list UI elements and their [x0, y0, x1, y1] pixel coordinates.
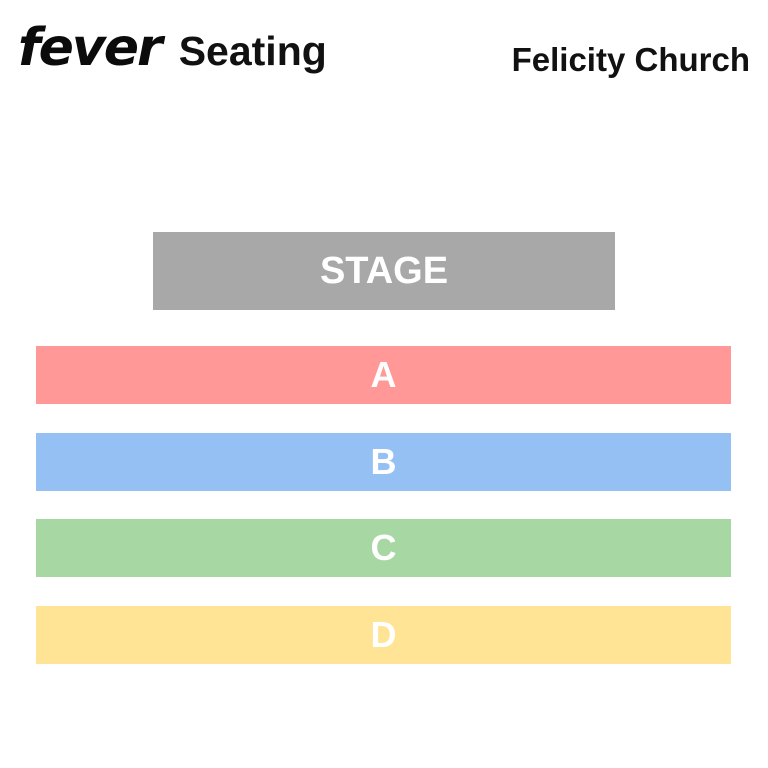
- section-b-label: B: [370, 441, 397, 482]
- section-c[interactable]: C: [36, 519, 731, 577]
- section-b[interactable]: B: [36, 433, 731, 491]
- section-d[interactable]: D: [36, 606, 731, 664]
- stage-block: STAGE: [153, 232, 615, 310]
- section-c-label: C: [370, 527, 397, 568]
- page-title: Seating: [178, 28, 327, 74]
- brand: fever Seating: [18, 22, 327, 74]
- section-a-label: A: [370, 354, 397, 395]
- fever-logo: fever: [18, 18, 163, 78]
- section-d-label: D: [370, 614, 397, 655]
- venue-name: Felicity Church: [511, 41, 750, 78]
- stage-label: STAGE: [319, 249, 449, 292]
- section-a[interactable]: A: [36, 346, 731, 404]
- header: fever Seating Felicity Church: [0, 0, 768, 110]
